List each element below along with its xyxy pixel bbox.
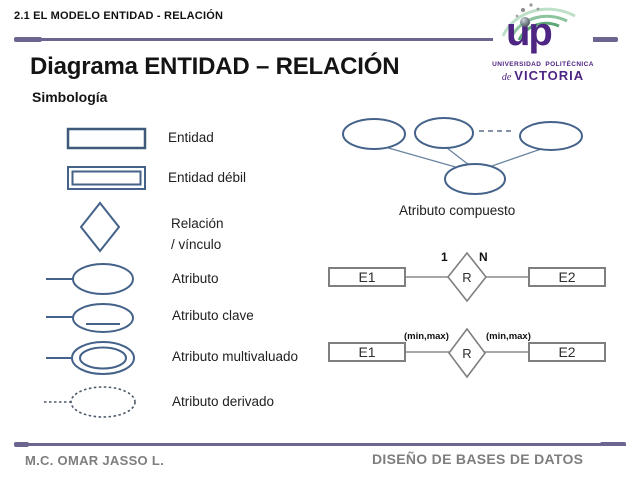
composite-attribute-label: Atributo compuesto (399, 203, 516, 218)
composite-attribute-diagram (342, 117, 583, 195)
logo-victoria-label: VICTORIA (514, 68, 585, 83)
multivalued-attribute-symbol (46, 341, 135, 375)
logo-universidad-label: UNIVERSIDAD (492, 61, 542, 68)
relation-minmax-entity2-label: E2 (558, 344, 576, 360)
entity-symbol (66, 127, 147, 150)
derived-attribute-symbol (44, 386, 136, 418)
symbol-label-key-attribute: Atributo clave (172, 308, 254, 323)
symbol-label-multivalued-attribute: Atributo multivaluado (172, 349, 299, 364)
relation-minmax-left-cardinality: (min,max) (404, 331, 449, 342)
footer-rule (14, 443, 626, 446)
relation-minmax-right-cardinality: (min,max) (486, 331, 531, 342)
logo-sphere-icon (520, 17, 530, 27)
symbol-label-weak-entity: Entidad débil (168, 170, 247, 185)
footer-rule-right-cap (600, 442, 626, 446)
section-header: 2.1 EL MODELO ENTIDAD - RELACIÓN (14, 10, 224, 22)
symbol-label-attribute: Atributo (172, 271, 219, 286)
symbol-label-entity: Entidad (168, 130, 214, 145)
relation-1n-relation-label: R (462, 269, 472, 285)
footer-course: DISEÑO DE BASES DE DATOS (372, 451, 584, 467)
relationship-symbol (79, 201, 121, 253)
university-logo: up UNIVERSIDAD POLITÉCNICA de VICTORIA (492, 2, 594, 88)
key-attribute-symbol (46, 303, 134, 333)
top-rule-left-cap (14, 37, 42, 42)
attribute-symbol (46, 263, 134, 295)
weak-entity-symbol (67, 166, 146, 190)
top-rule (14, 38, 586, 41)
page-title: Diagrama ENTIDAD – RELACIÓN (30, 53, 400, 80)
symbol-label-derived-attribute: Atributo derivado (172, 394, 275, 409)
top-rule-right-cap (583, 37, 618, 42)
relation-1n-entity2-label: E2 (558, 269, 576, 285)
relation-1n-right-cardinality: N (479, 250, 488, 264)
relation-minmax-relation-label: R (462, 345, 472, 361)
relation-1n-entity1-label: E1 (358, 269, 376, 285)
logo-politecnica-label: POLITÉCNICA (545, 61, 594, 68)
relation-minmax-entity1-label: E1 (358, 344, 376, 360)
page-subtitle: Simbología (32, 89, 108, 105)
logo-de-label: de (501, 72, 512, 83)
logo-arcs-icon (501, 3, 576, 41)
logo-monogram: up (506, 10, 553, 54)
relation-1n-diagram (328, 251, 606, 303)
footer-author: M.C. OMAR JASSO L. (25, 453, 165, 468)
relation-1n-left-cardinality: 1 (441, 250, 448, 264)
symbol-label-relationship: Relación / vínculo (171, 216, 224, 252)
relation-minmax-diagram (328, 327, 606, 379)
footer-rule-left-cap (14, 442, 29, 447)
